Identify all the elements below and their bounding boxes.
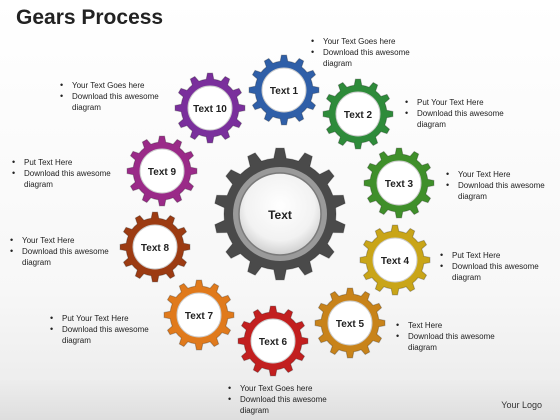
bullets-text2: Put Your Text Here Download this awesome…: [403, 97, 523, 130]
bullet-item: Download this awesome diagram: [10, 168, 128, 190]
gear-text7-label: Text 7: [185, 311, 214, 322]
gear-text1-hub: [261, 67, 307, 113]
bullet-item: Download this awesome diagram: [444, 180, 556, 202]
bullet-item: Your Text Goes here: [309, 36, 434, 47]
bullets-text9: Put Text Here Download this awesome diag…: [10, 157, 128, 190]
bullet-item: Download this awesome diagram: [58, 91, 176, 113]
gear-text1-label: Text 1: [270, 86, 299, 97]
gear-text2-hub: [335, 91, 381, 137]
gear-text4: Text 4: [359, 224, 431, 296]
bullet-item: Your Text Goes here: [58, 80, 176, 91]
bullet-item: Download this awesome diagram: [8, 246, 126, 268]
gear-text10: Text 10: [174, 72, 246, 144]
gear-text10-hub: [187, 85, 233, 131]
gear-text8-hub: [132, 224, 178, 270]
page-title: Gears Process: [16, 6, 164, 29]
bullet-item: Download this awesome diagram: [226, 394, 351, 416]
bullet-item: Put Your Text Here: [48, 313, 166, 324]
gear-text7: Text 7: [163, 279, 235, 351]
bullets-text7: Put Your Text Here Download this awesome…: [48, 313, 166, 346]
bullet-item: Text Here: [394, 320, 514, 331]
center-gear-label: Text: [268, 208, 292, 222]
gear-text4-hub: [372, 237, 418, 283]
gear-text7-hub: [176, 292, 222, 338]
bullet-item: Your Text Here: [444, 169, 556, 180]
gear-text6: Text 6: [237, 305, 309, 377]
gear-text3-hub: [376, 160, 422, 206]
gear-text5-hub: [327, 300, 373, 346]
bullet-item: Download this awesome diagram: [394, 331, 514, 353]
gear-text4-label: Text 4: [381, 256, 410, 267]
gear-text2: Text 2: [322, 78, 394, 150]
bullets-text3: Your Text Here Download this awesome dia…: [444, 169, 556, 202]
bullet-item: Download this awesome diagram: [438, 261, 554, 283]
gear-text9-label: Text 9: [148, 167, 177, 178]
gear-text3: Text 3: [363, 147, 435, 219]
bullet-item: Download this awesome diagram: [403, 108, 523, 130]
gear-text3-label: Text 3: [385, 179, 414, 190]
center-gear-hub: [238, 172, 322, 256]
gear-text9-hub: [139, 148, 185, 194]
gear-text6-hub: [250, 318, 296, 364]
center-gear: Text: [214, 147, 346, 281]
gear-text5-label: Text 5: [336, 319, 365, 330]
bullets-text5: Text Here Download this awesome diagram: [394, 320, 514, 353]
gear-text9: Text 9: [126, 135, 198, 207]
bullet-item: Put Text Here: [10, 157, 128, 168]
bullet-item: Download this awesome diagram: [309, 47, 434, 69]
bullet-item: Your Text Goes here: [226, 383, 351, 394]
gear-text1: Text 1: [248, 54, 320, 126]
bullet-item: Download this awesome diagram: [48, 324, 166, 346]
logo-placeholder: Your Logo: [501, 400, 542, 410]
gear-text2-label: Text 2: [344, 110, 373, 121]
bullets-text4: Put Text Here Download this awesome diag…: [438, 250, 554, 283]
gear-text6-label: Text 6: [259, 337, 288, 348]
bullets-text8: Your Text Here Download this awesome dia…: [8, 235, 126, 268]
bullet-item: Your Text Here: [8, 235, 126, 246]
gear-text5: Text 5: [314, 287, 386, 359]
bullet-item: Put Text Here: [438, 250, 554, 261]
bullets-text10: Your Text Goes here Download this awesom…: [58, 80, 176, 113]
gear-text10-label: Text 10: [193, 104, 227, 115]
bullet-item: Put Your Text Here: [403, 97, 523, 108]
bullets-text1: Your Text Goes here Download this awesom…: [309, 36, 434, 69]
gear-text8-label: Text 8: [141, 243, 170, 254]
bullets-text6: Your Text Goes here Download this awesom…: [226, 383, 351, 416]
gear-text8: Text 8: [119, 211, 191, 283]
